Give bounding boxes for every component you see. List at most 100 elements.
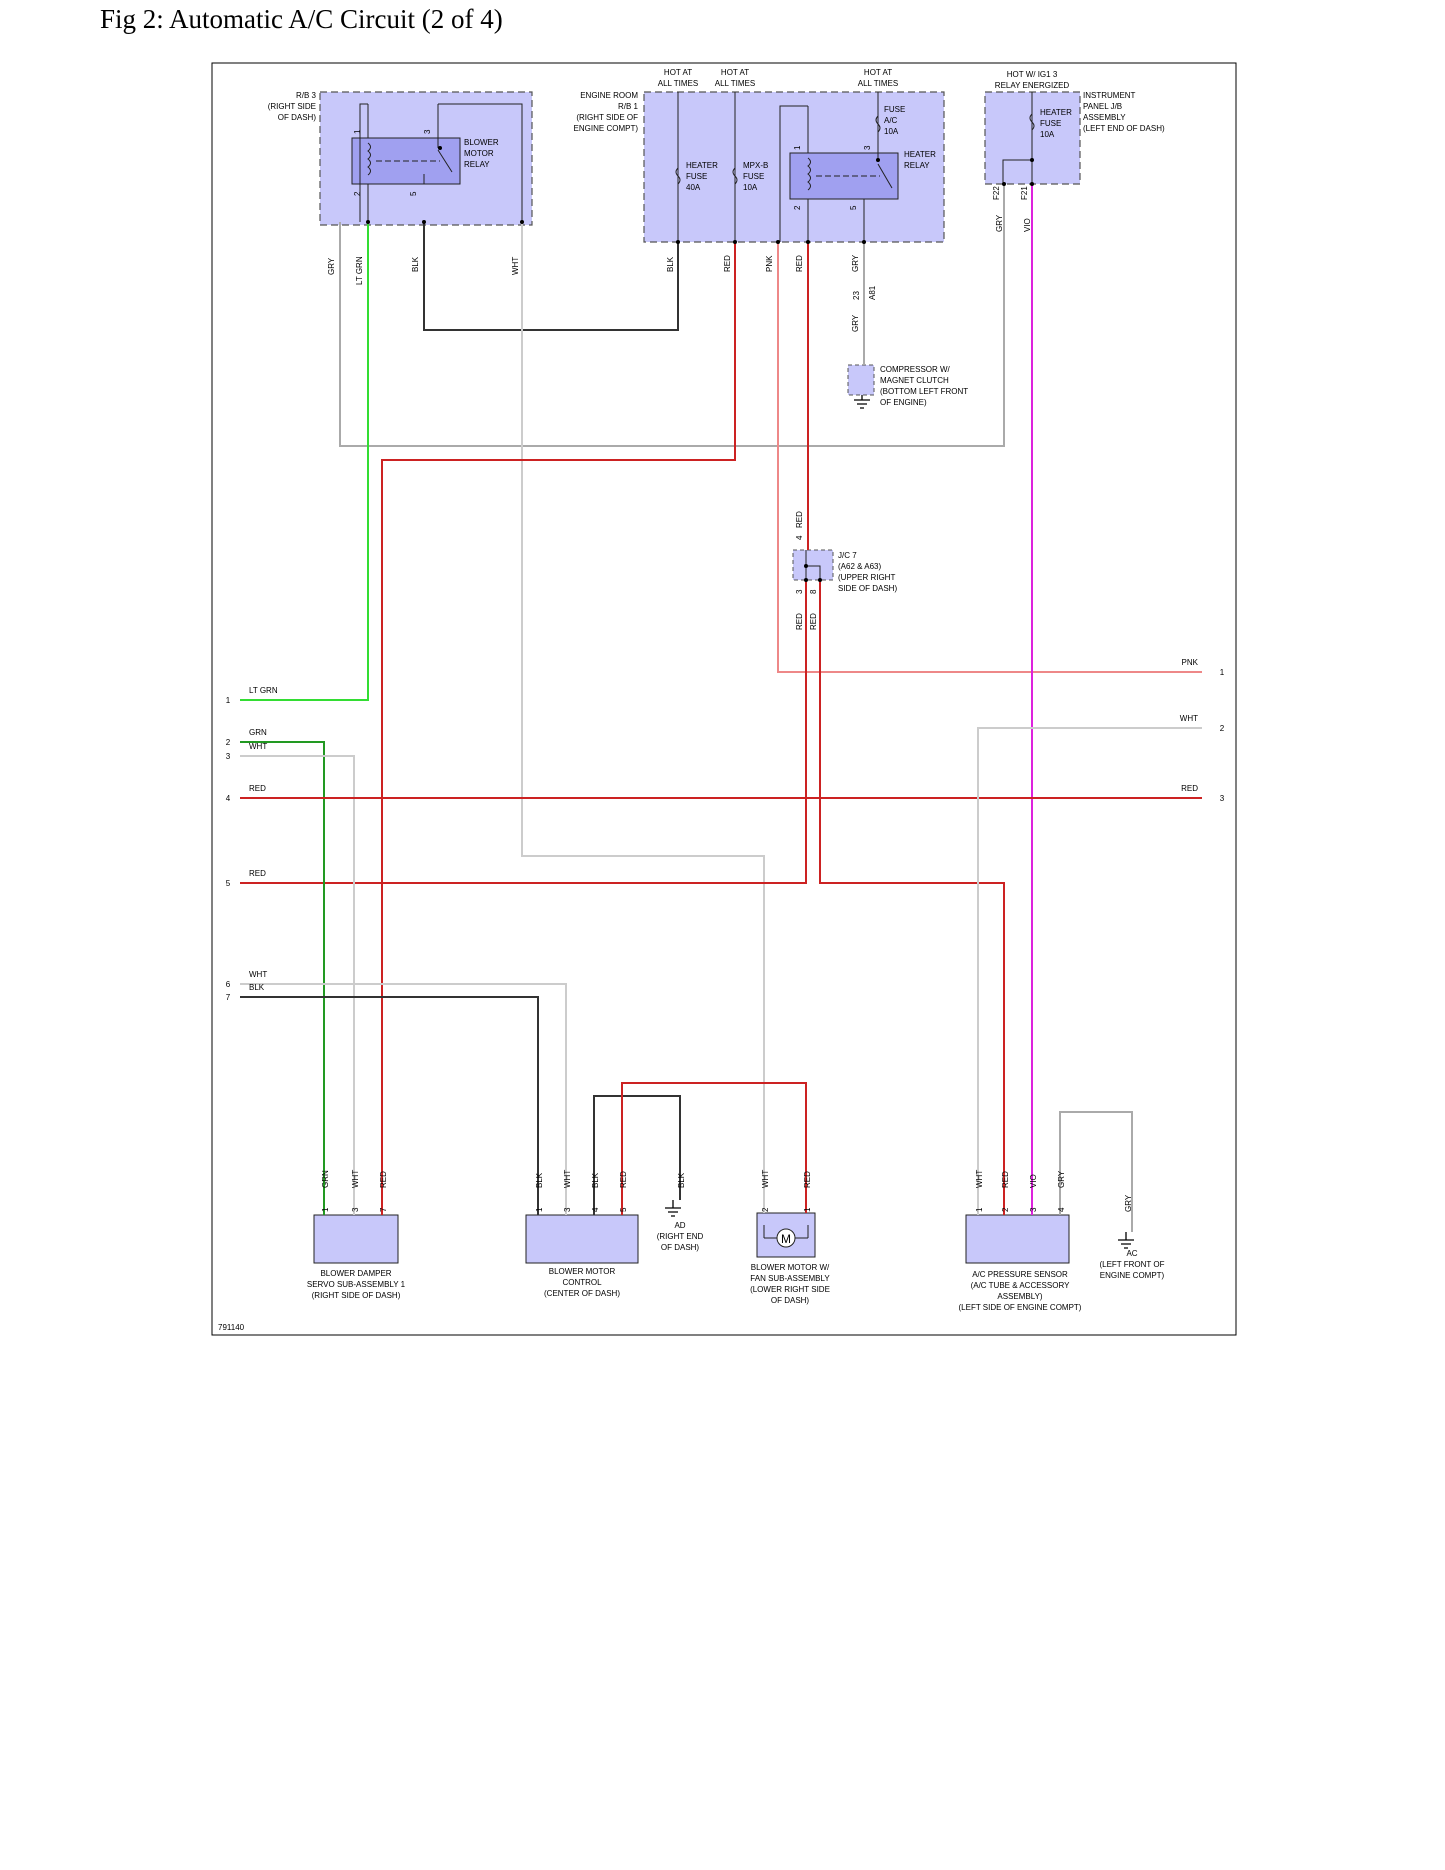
heater-ip-fuse-label: HEATER: [1040, 108, 1072, 117]
heater-relay-internals: [779, 105, 893, 242]
hot-label: ALL TIMES: [858, 79, 898, 88]
ac-ground-label: AC: [1126, 1249, 1137, 1258]
left-terminal-color: RED: [249, 869, 266, 878]
wire-grn: [240, 741, 325, 1215]
wire-color-label: RED: [795, 255, 804, 272]
motor-label: BLOWER MOTOR W/: [751, 1263, 830, 1272]
ip-jb-label: (LEFT END OF DASH): [1083, 124, 1165, 133]
wire-gry-rb3: [339, 184, 1005, 447]
jc7-label: J/C 7: [838, 551, 857, 560]
ac-fuse-label: A/C: [884, 116, 898, 125]
ip-jb-label: INSTRUMENT: [1083, 91, 1136, 100]
junction-dot: [1030, 158, 1034, 162]
heater-relay-pin: 2: [793, 205, 802, 210]
rb1-label: R/B 1: [618, 102, 639, 111]
junction-dot: [806, 240, 810, 244]
hot-label: ALL TIMES: [658, 79, 698, 88]
wire-wht-6: [240, 983, 567, 1215]
junction-dot: [676, 240, 680, 244]
diagram-id: 791140: [218, 1323, 245, 1332]
mpxb-fuse-label: FUSE: [743, 172, 764, 181]
sensor-pin: 3: [1029, 1207, 1038, 1212]
sensor-pin: 1: [975, 1207, 984, 1212]
mpxb-fuse-label: MPX-B: [743, 161, 768, 170]
hot-label: HOT AT: [721, 68, 749, 77]
junction-dot: [876, 158, 880, 162]
rb3-pin: 1: [353, 129, 362, 134]
bmc-wire-label: BLK: [535, 1172, 544, 1188]
junction-dot: [520, 220, 524, 224]
motor-label: FAN SUB-ASSEMBLY: [750, 1274, 830, 1283]
ac-ground-wire-label: GRY: [1124, 1194, 1133, 1212]
jc7-label: (A62 & A63): [838, 562, 881, 571]
motor-symbol-label: M: [781, 1232, 791, 1246]
heater-ip-fuse-label: FUSE: [1040, 119, 1061, 128]
jc7-pin: 8: [809, 589, 818, 594]
bmc-wire-label: BLK: [591, 1172, 600, 1188]
wire-color-label: VIO: [1023, 218, 1032, 232]
right-terminal-number: 1: [1220, 668, 1225, 677]
ac-fuse-label: FUSE: [884, 105, 905, 114]
compressor-connector: 23: [852, 291, 861, 300]
compressor-label: (BOTTOM LEFT FRONT: [880, 387, 968, 396]
compressor-ground-icon: [854, 395, 870, 409]
page-title: Fig 2: Automatic A/C Circuit (2 of 4): [100, 4, 503, 34]
rb3-pin: 3: [423, 129, 432, 134]
bmc-pin: 4: [591, 1207, 600, 1212]
fuse-symbols: [675, 92, 1035, 242]
bmc-label: BLOWER MOTOR: [549, 1267, 616, 1276]
ac-pressure-sensor-box: [965, 1214, 1070, 1264]
motor-wire-label: WHT: [761, 1170, 770, 1188]
heater-relay-pin: 5: [849, 205, 858, 210]
left-terminal-number: 3: [226, 752, 231, 761]
wire-blk-bmc: [593, 1095, 681, 1215]
jc7-label: SIDE OF DASH): [838, 584, 897, 593]
hot-label: ALL TIMES: [715, 79, 755, 88]
damper-wire-label: GRN: [321, 1170, 330, 1188]
wire-wht-rb3: [521, 222, 765, 1213]
sensor-pin: 2: [1001, 1207, 1010, 1212]
left-terminal-color: RED: [249, 784, 266, 793]
mpxb-fuse-label: 10A: [743, 183, 758, 192]
ground-icons: [665, 395, 1134, 1249]
bmc-pin: 5: [619, 1207, 628, 1212]
right-terminal-color: PNK: [1182, 658, 1199, 667]
wire-color-label: RED: [809, 613, 818, 630]
junction-dots: [366, 146, 1034, 582]
damper-pin: 7: [379, 1207, 388, 1212]
bmc-wire-label: WHT: [563, 1170, 572, 1188]
rb3-pin: 5: [409, 191, 418, 196]
bmc-label: (CENTER OF DASH): [544, 1289, 620, 1298]
ac-ground-label: ENGINE COMPT): [1100, 1271, 1165, 1280]
rb3-label: OF DASH): [278, 113, 317, 122]
rb3-pin: 2: [353, 191, 362, 196]
blower-relay-internals: [359, 103, 523, 222]
damper-wire-label: RED: [379, 1171, 388, 1188]
junction-dot: [862, 240, 866, 244]
ip-jb-pin: F21: [1020, 186, 1029, 200]
compressor-label: COMPRESSOR W/: [880, 365, 951, 374]
right-terminal-color: RED: [1181, 784, 1198, 793]
wire-color-label: PNK: [765, 255, 774, 272]
sensor-wire-label: RED: [1001, 1171, 1010, 1188]
wire-red-jc8: [819, 580, 1005, 1215]
bmc-pin: 3: [563, 1207, 572, 1212]
wire-color-label: GRY: [851, 314, 860, 332]
junction-dot: [366, 220, 370, 224]
wire-color-label: GRY: [995, 214, 1004, 232]
wire-color-label: BLK: [411, 256, 420, 272]
jc7-label: (UPPER RIGHT: [838, 573, 895, 582]
sensor-label: A/C PRESSURE SENSOR: [972, 1270, 1068, 1279]
left-terminal-color: LT GRN: [249, 686, 278, 695]
blower-relay-label: BLOWER: [464, 138, 499, 147]
sensor-label: (A/C TUBE & ACCESSORY: [971, 1281, 1071, 1290]
heater-relay-pin: 3: [863, 145, 872, 150]
ac-fuse-label: 10A: [884, 127, 899, 136]
sensor-label: (LEFT SIDE OF ENGINE COMPT): [959, 1303, 1082, 1312]
motor-label: (LOWER RIGHT SIDE: [750, 1285, 830, 1294]
diagram-frame: [211, 62, 1237, 1336]
bmc-label: CONTROL: [562, 1278, 602, 1287]
right-terminal-number: 3: [1220, 794, 1225, 803]
